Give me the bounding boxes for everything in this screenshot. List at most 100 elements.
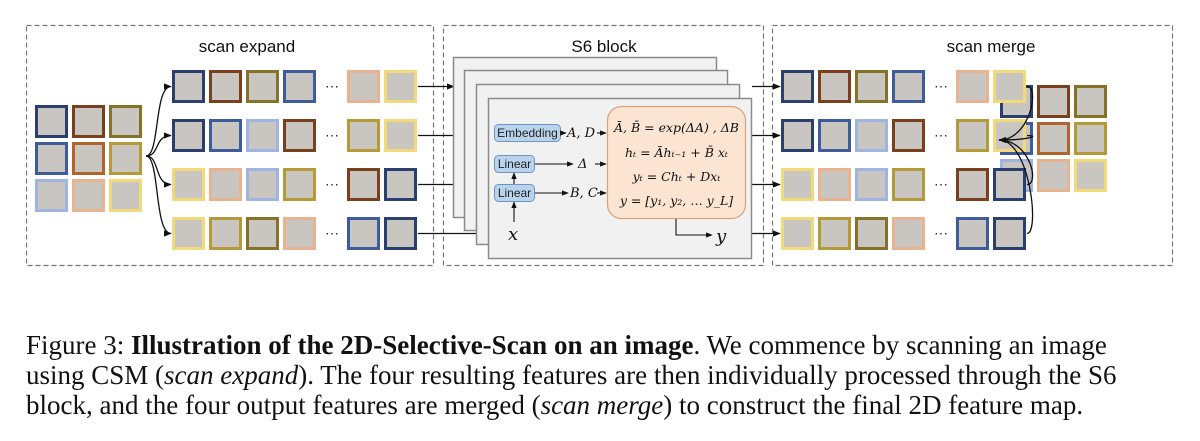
caption-title: Illustration of the 2D-Selective-Scan on… <box>131 330 694 360</box>
output-grid-tile <box>1037 122 1070 155</box>
merge-ellipsis: ··· <box>934 127 948 143</box>
linear-bottom-label: Linear <box>498 186 531 200</box>
merge-seq-tile <box>892 119 925 152</box>
output-grid-tile <box>1037 85 1070 118</box>
expand-seq-tile <box>209 119 242 152</box>
merge-seq-tile <box>855 217 888 250</box>
equation-1: Ā, B̄ = exp(ΔA) , ΔB <box>613 120 739 135</box>
figure-caption: Figure 3: Illustration of the 2D-Selecti… <box>26 330 1186 420</box>
fan-out-arrow <box>145 155 172 188</box>
caption-line3-a: block, and the four output features are … <box>26 390 541 420</box>
expand-seq-tile <box>246 70 279 103</box>
merge-seq-tile <box>781 119 814 152</box>
merge-seq-tile <box>855 168 888 201</box>
merge-seq-tile <box>781 168 814 201</box>
scan-expand-panel <box>25 24 435 267</box>
caption-line3-b: ) to construct the final 2D feature map. <box>663 390 1084 420</box>
output-grid-tile <box>1074 122 1107 155</box>
expand-seq-tile <box>347 168 380 201</box>
scan-merge-panel <box>771 24 1174 267</box>
expand-seq-tile <box>172 168 205 201</box>
expand-seq-tile <box>347 119 380 152</box>
equation-2: hₜ = Āhₜ₋₁ + B̄ xₜ <box>625 145 728 160</box>
expand-ellipsis: ··· <box>325 225 339 241</box>
input-grid-tile <box>109 105 142 138</box>
equation-3: yₜ = Chₜ + Dxₜ <box>632 169 721 184</box>
expand-seq-tile <box>283 168 316 201</box>
expand-ellipsis: ··· <box>325 78 339 94</box>
caption-line-3: block, and the four output features are … <box>26 390 1186 420</box>
embedding-label: Embedding <box>497 126 558 140</box>
fan-in-arrow <box>998 85 1034 141</box>
input-grid-tile <box>72 142 105 175</box>
merge-seq-tile <box>956 217 989 250</box>
caption-scan-expand: scan expand <box>164 360 299 390</box>
merge-ellipsis: ··· <box>934 78 948 94</box>
fan-out-arrow <box>145 83 172 157</box>
fan-out-arrow <box>145 155 172 237</box>
y-output-label: y <box>715 226 727 247</box>
expand-seq-tile <box>209 168 242 201</box>
caption-label: Figure 3: <box>26 330 125 360</box>
merge-seq-tile <box>818 119 851 152</box>
input-grid-tile <box>35 105 68 138</box>
output-grid-tile <box>1074 159 1107 192</box>
merge-seq-tile <box>956 168 989 201</box>
scan-expand-title: scan expand <box>199 37 295 56</box>
delta-label: Δ <box>577 157 587 172</box>
merge-seq-tile <box>993 168 1026 201</box>
merge-seq-tile <box>993 217 1026 250</box>
output-grid-tile <box>1037 159 1070 192</box>
fan-in-arrow <box>998 134 1034 144</box>
expand-seq-tile <box>172 217 205 250</box>
caption-line-1: Figure 3: Illustration of the 2D-Selecti… <box>26 330 1186 360</box>
merge-ellipsis: ··· <box>934 176 948 192</box>
merge-seq-tile <box>892 168 925 201</box>
scan-merge-title: scan merge <box>947 37 1036 56</box>
merge-seq-tile <box>818 217 851 250</box>
merge-seq-tile <box>993 70 1026 103</box>
fan-in-arrow <box>998 139 1034 235</box>
input-grid-tile <box>35 179 68 212</box>
input-grid-tile <box>72 179 105 212</box>
ad-label: A, D <box>566 126 596 141</box>
linear-top-label: Linear <box>498 157 531 171</box>
bc-label: B, C <box>569 186 598 201</box>
merge-seq-tile <box>818 168 851 201</box>
expand-seq-tile <box>246 217 279 250</box>
expand-seq-tile <box>384 119 417 152</box>
merge-seq-tile <box>956 70 989 103</box>
merge-seq-tile <box>892 70 925 103</box>
expand-seq-tile <box>209 70 242 103</box>
merge-seq-tile <box>781 70 814 103</box>
s6-block-panel <box>442 24 765 267</box>
input-grid-tile <box>35 142 68 175</box>
merge-seq-tile <box>781 217 814 250</box>
input-grid-tile <box>72 105 105 138</box>
merge-seq-tile <box>892 217 925 250</box>
s6-block-title: S6 block <box>571 37 637 56</box>
expand-seq-tile <box>246 119 279 152</box>
expand-seq-tile <box>384 70 417 103</box>
expand-seq-tile <box>384 168 417 201</box>
merge-seq-tile <box>855 119 888 152</box>
expand-seq-tile <box>209 217 242 250</box>
expand-seq-tile <box>172 119 205 152</box>
merge-seq-tile <box>956 119 989 152</box>
expand-ellipsis: ··· <box>325 176 339 192</box>
expand-seq-tile <box>384 217 417 250</box>
merge-seq-tile <box>855 70 888 103</box>
expand-seq-tile <box>283 217 316 250</box>
caption-line-2: using CSM (scan expand). The four result… <box>26 360 1186 390</box>
caption-line2-a: using CSM ( <box>26 360 165 390</box>
selective-scan-diagram: scan expand S6 block scan merge ··· ··· ··… <box>25 24 1174 267</box>
expand-seq-tile <box>283 70 316 103</box>
expand-ellipsis: ··· <box>325 127 339 143</box>
input-grid-tile <box>109 142 142 175</box>
fan-in-arrow <box>998 139 1034 186</box>
merge-ellipsis: ··· <box>934 225 948 241</box>
expand-seq-tile <box>246 168 279 201</box>
caption-scan-merge: scan merge <box>540 390 664 420</box>
fan-out-arrow <box>145 132 172 157</box>
expand-seq-tile <box>172 70 205 103</box>
